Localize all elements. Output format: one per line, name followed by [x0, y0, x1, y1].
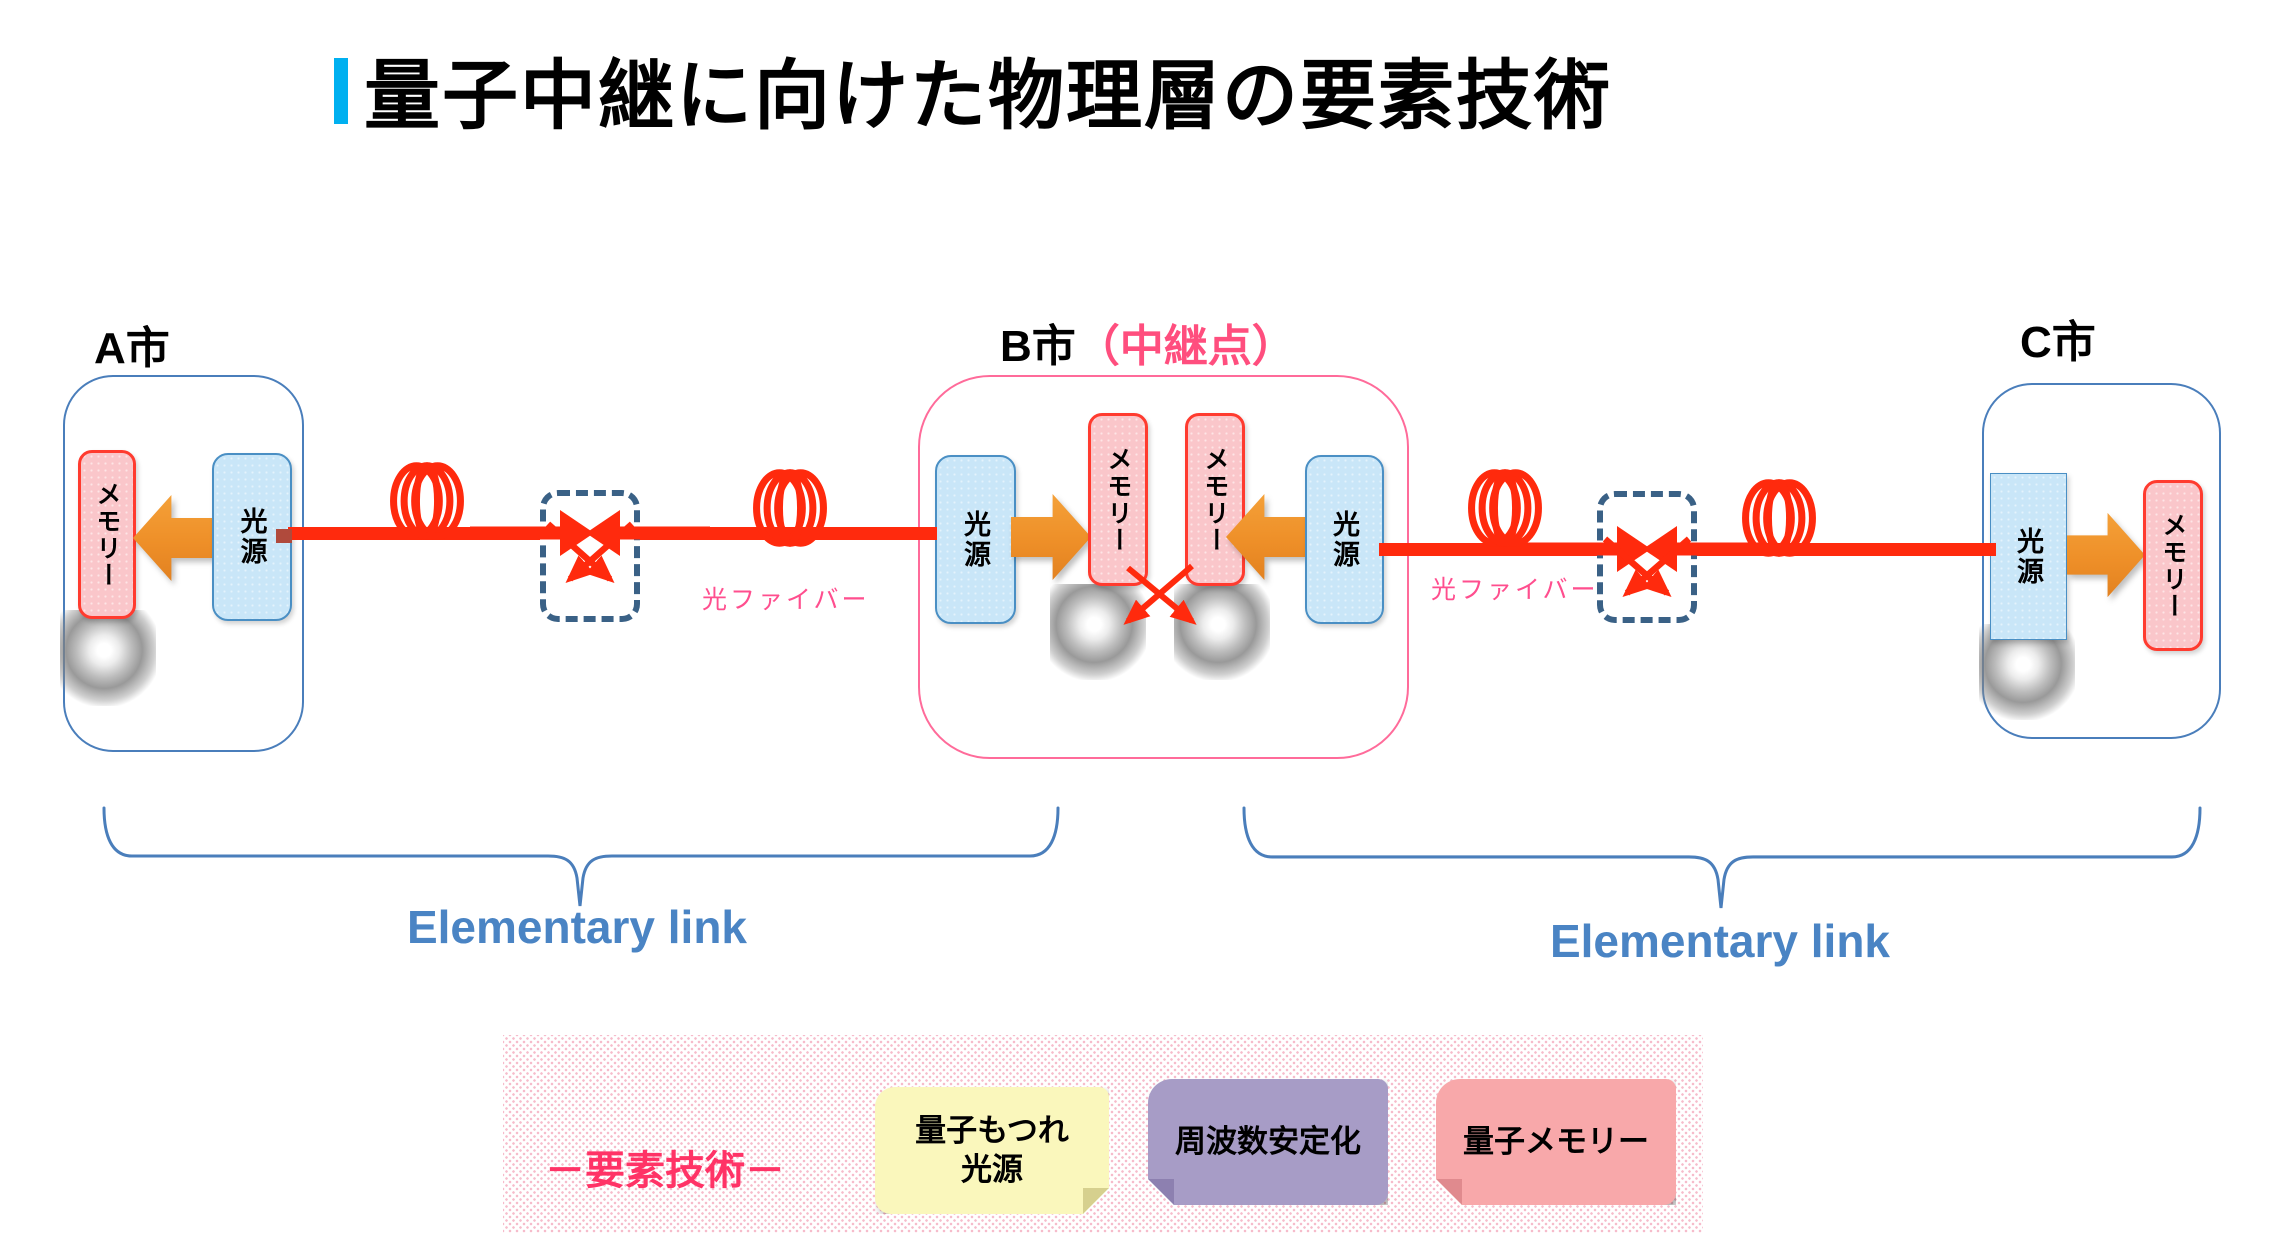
city-b-relay-sublabel: （中継点）	[1075, 322, 1296, 371]
atom-sphere-a	[60, 610, 156, 706]
legend-item-label: 周波数安定化	[1175, 1123, 1361, 1159]
light-source-box-b-right: 光源	[1305, 455, 1384, 624]
legend-title: －要素技術－	[545, 1149, 785, 1193]
light-source-box-b-left: 光源	[935, 455, 1016, 624]
elementary-link-label-right: Elementary link	[1549, 915, 1891, 967]
fiber-coil-icon	[390, 462, 464, 540]
fiber-label-left: 光ファイバー	[702, 586, 870, 614]
city-c-node	[1982, 383, 2221, 739]
elementary-link-label-left: Elementary link	[406, 901, 748, 953]
fiber-coil-icon	[753, 469, 827, 547]
brace-right-icon	[1242, 806, 2202, 909]
bell-measurement-box-right	[1597, 491, 1697, 623]
page-title: 量子中継に向けた物理層の要素技術	[364, 54, 1612, 139]
memory-box-b-left: メモリー	[1088, 413, 1148, 586]
brace-left-icon	[102, 806, 1060, 907]
bell-measurement-arrows-icon	[470, 510, 710, 583]
city-a-label: A市	[94, 324, 170, 373]
fiber-coil-icon	[1742, 479, 1816, 557]
city-b-label: B市（中継点）	[1000, 310, 1296, 374]
bell-measurement-arrows-icon	[1527, 526, 1767, 597]
legend-item-label: 量子メモリー	[1463, 1123, 1649, 1159]
light-source-box-c: 光源	[1990, 473, 2067, 640]
fiber-coil-icon	[1468, 469, 1542, 547]
memory-box-c: メモリー	[2143, 480, 2203, 651]
city-c-label: C市	[2020, 318, 2096, 367]
memory-box-a: メモリー	[78, 450, 136, 619]
fiber-connector	[276, 529, 292, 543]
legend-item-quantum-memory: 量子メモリー	[1436, 1079, 1676, 1205]
legend-item-label: 量子もつれ光源	[915, 1112, 1069, 1187]
memory-box-b-right: メモリー	[1185, 413, 1245, 586]
photon-arrow-c-icon	[2067, 506, 2145, 604]
fiber-label-right: 光ファイバー	[1431, 576, 1599, 604]
light-source-box-a: 光源	[212, 453, 292, 621]
legend-item-entangled-source: 量子もつれ光源	[875, 1087, 1109, 1214]
entanglement-swap-arrows-icon	[1123, 563, 1197, 625]
city-b-name: B市	[1000, 322, 1076, 371]
photon-arrow-b-right-icon	[1011, 487, 1091, 587]
legend-item-frequency-stabilization: 周波数安定化	[1148, 1079, 1388, 1205]
photon-arrow-b-left-icon	[1226, 487, 1306, 587]
city-a-node	[63, 375, 304, 752]
title-accent-bar	[334, 58, 348, 124]
atom-sphere-c	[1979, 624, 2075, 720]
city-b-node	[918, 375, 1409, 759]
photon-arrow-a-icon	[133, 488, 213, 588]
